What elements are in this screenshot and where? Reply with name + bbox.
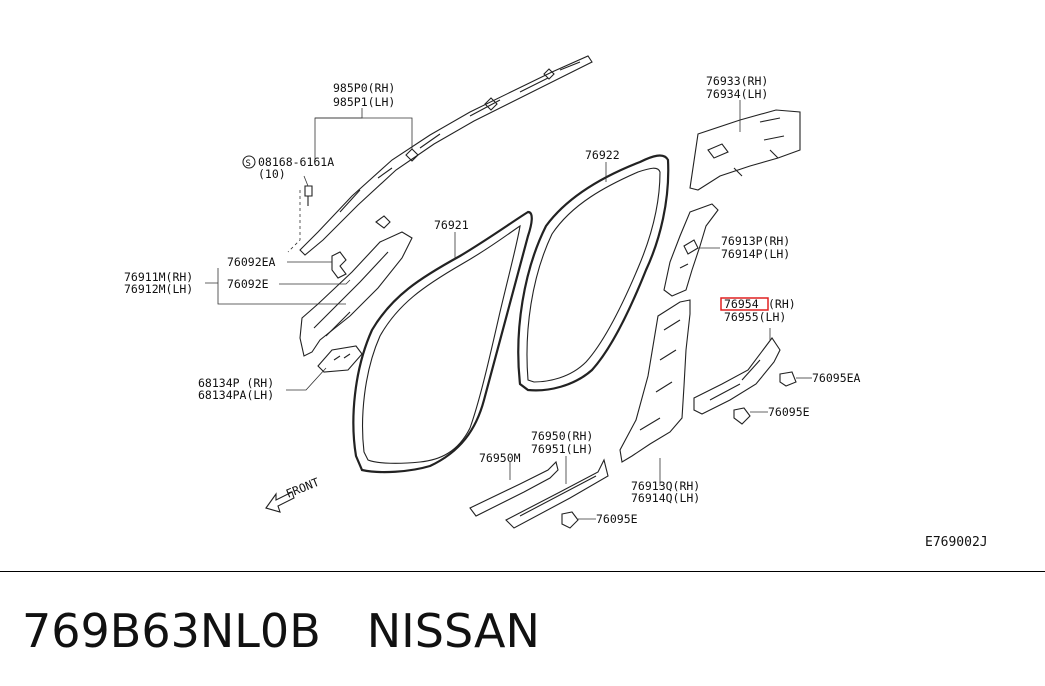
a-pillar-lh-label: 76912M(LH) [124, 282, 193, 296]
bolt-part[interactable] [304, 185, 313, 206]
rear-kick-rh-label[interactable]: 76954 [724, 297, 759, 311]
clip-095e-a-label: 76095E [768, 405, 810, 419]
separator-line [0, 571, 1045, 572]
clip-095e-b-part[interactable] [561, 511, 579, 529]
roof-airbag-rh-label: 985P0(RH) [333, 81, 395, 95]
rear-kick-plate-part[interactable] [693, 337, 781, 415]
clip-095e-a-part[interactable] [733, 407, 751, 425]
c-pillar-lh-label: 76934(LH) [706, 87, 768, 101]
dash-side-rh-label: 68134P (RH) [198, 376, 274, 390]
rear-weatherstrip-label: 76922 [585, 148, 620, 162]
sill-plate-rear-lh-label: 76951(LH) [531, 442, 593, 456]
bolt-qty-label: (10) [258, 167, 286, 181]
c-pillar-rh-label: 76933(RH) [706, 74, 768, 88]
roof-airbag-part[interactable] [299, 55, 593, 256]
bolt-circle-icon: S [242, 155, 256, 169]
parts-diagram: 985P0(RH) 985P1(LH) S 08168-6161A (10) 7… [124, 55, 988, 550]
front-weatherstrip-part[interactable] [352, 210, 533, 474]
roof-airbag-lh-label: 985P1(LH) [333, 95, 395, 109]
b-pillar-lower-part[interactable] [619, 299, 691, 463]
bolt-label: 08168-6161A [258, 155, 334, 169]
front-arrow-icon [265, 491, 295, 513]
c-pillar-part[interactable] [689, 109, 801, 191]
highlight-box [720, 297, 769, 311]
sill-plate-front-part[interactable] [469, 460, 559, 517]
clip-095ea-label: 76095EA [812, 371, 861, 385]
b-pillar-upper-part[interactable] [663, 203, 719, 297]
b-pillar-upper-lh-label: 76914P(LH) [721, 247, 790, 261]
brand-name: NISSAN [366, 604, 540, 658]
a-pillar-part[interactable] [299, 215, 413, 357]
sill-plate-front-label: 76950M [479, 451, 521, 465]
diagram-code: E769002J [925, 535, 988, 550]
sill-plate-rear-part[interactable] [505, 458, 609, 529]
dash-side-part[interactable] [317, 345, 363, 373]
b-pillar-lower-rh-label: 76913Q(RH) [631, 479, 700, 493]
clip-e-label: 76092E [227, 277, 269, 291]
part-number: 769B63NL0B [22, 604, 321, 658]
rear-weatherstrip-part[interactable] [517, 154, 670, 392]
airbag-leader [314, 108, 413, 160]
a-pillar-rh-label: 76911M(RH) [124, 270, 193, 284]
sill-plate-rear-rh-label: 76950(RH) [531, 429, 593, 443]
rear-kick-lh-label: 76955(LH) [724, 310, 786, 324]
clip-ea-part[interactable] [331, 251, 347, 279]
dash-side-lh-label: 68134PA(LH) [198, 388, 274, 402]
clip-095e-b-label: 76095E [596, 512, 638, 526]
bolt-dash-line [287, 190, 301, 253]
b-pillar-lower-lh-label: 76914Q(LH) [631, 491, 700, 505]
b-pillar-upper-rh-label: 76913P(RH) [721, 234, 790, 248]
svg-text:S: S [246, 159, 251, 169]
front-arrow-label: FRONT [284, 475, 321, 501]
footer: 769B63NL0B NISSAN [22, 596, 540, 666]
clip-095ea-part[interactable] [779, 371, 797, 387]
front-weatherstrip-label: 76921 [434, 218, 469, 232]
rear-kick-rh-suffix: (RH) [768, 297, 796, 311]
clip-ea-label: 76092EA [227, 255, 276, 269]
